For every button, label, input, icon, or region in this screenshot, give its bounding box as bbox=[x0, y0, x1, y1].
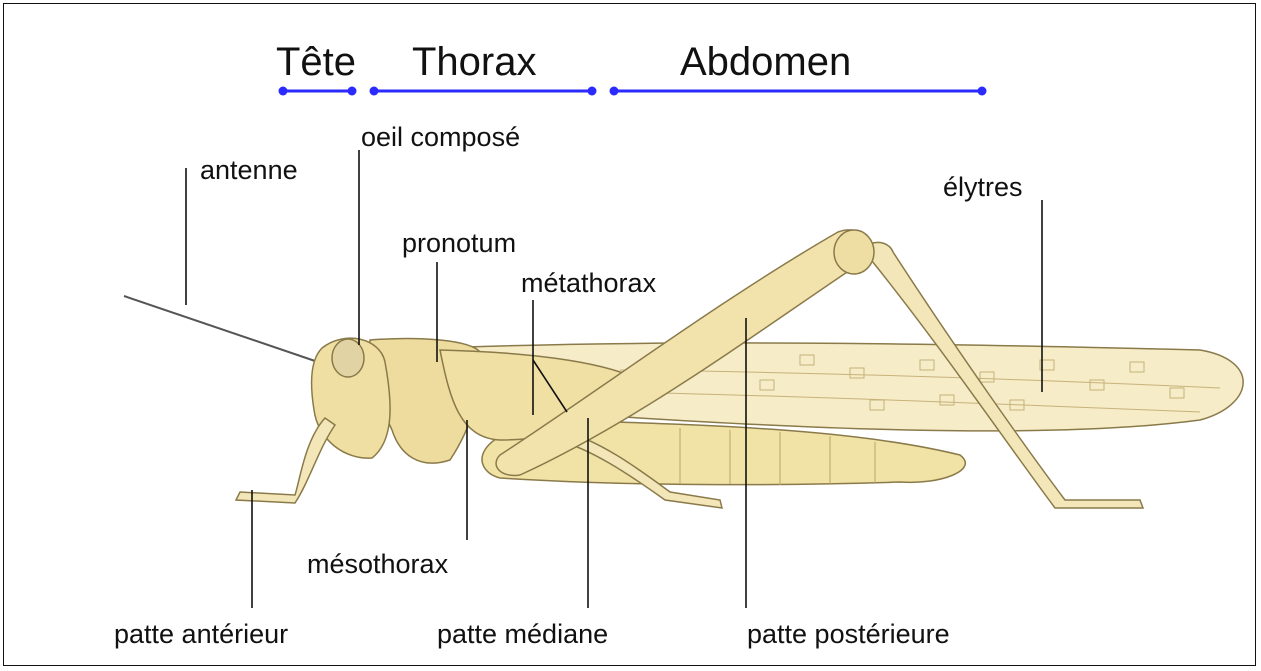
segment-head: Tête bbox=[276, 40, 357, 96]
segment-abdomen-label: Abdomen bbox=[680, 40, 851, 84]
label-front-leg: patte antérieur bbox=[114, 619, 288, 649]
segment-thorax: Thorax bbox=[370, 40, 597, 96]
label-antenna: antenne bbox=[200, 155, 298, 185]
label-mesothorax: mésothorax bbox=[307, 549, 449, 579]
label-elytra: élytres bbox=[943, 172, 1023, 202]
segment-abdomen: Abdomen bbox=[610, 40, 987, 96]
label-middle-leg: patte médiane bbox=[437, 619, 608, 649]
label-pronotum: pronotum bbox=[402, 228, 516, 258]
grasshopper-illustration bbox=[124, 230, 1243, 508]
label-compound-eye: oeil composé bbox=[361, 122, 520, 152]
label-metathorax: métathorax bbox=[521, 268, 657, 298]
segment-thorax-label: Thorax bbox=[412, 40, 537, 84]
segment-head-label: Tête bbox=[276, 40, 356, 84]
label-hind-leg: patte postérieure bbox=[747, 619, 950, 649]
